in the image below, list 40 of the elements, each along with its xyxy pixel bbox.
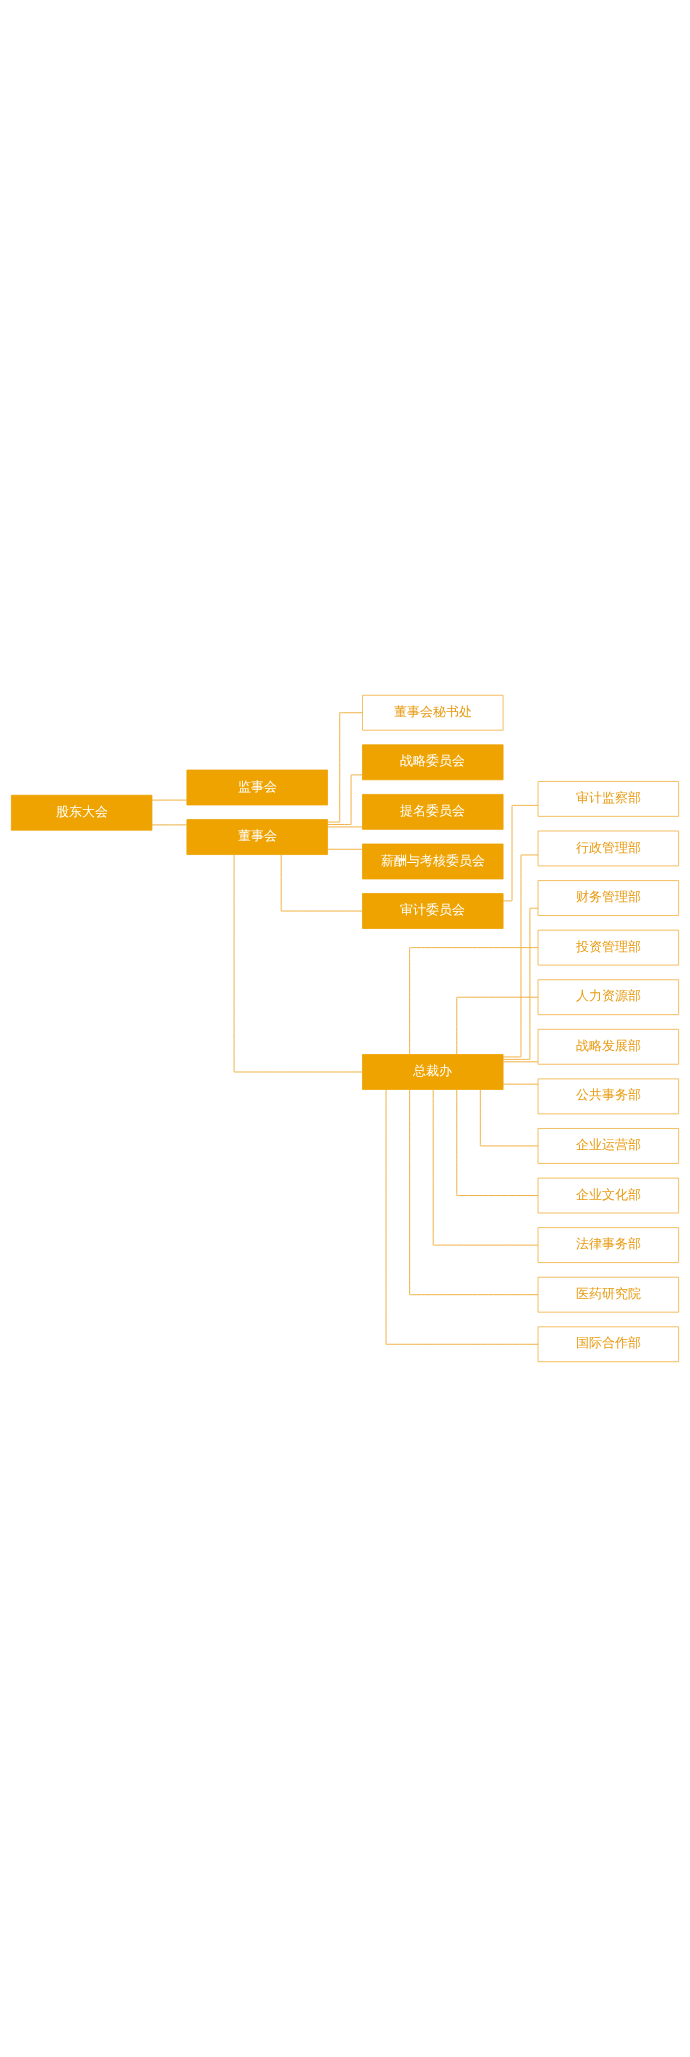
node-box: 医药研究院 <box>537 1276 680 1313</box>
node-box: 董事会 <box>186 819 328 855</box>
node-box: 董事会秘书处 <box>362 694 504 731</box>
connector <box>151 799 188 801</box>
connector <box>151 824 188 826</box>
connector <box>502 854 539 1058</box>
connector <box>409 947 539 1055</box>
connector <box>409 1088 539 1296</box>
connector <box>479 1089 539 1147</box>
connector <box>327 848 363 850</box>
connector <box>502 907 539 1060</box>
connector <box>502 804 539 902</box>
node-box: 法律事务部 <box>537 1227 680 1263</box>
node-box: 监事会 <box>186 769 328 806</box>
node-box: 总裁办 <box>362 1054 504 1090</box>
node-box: 薪酬与考核委员会 <box>362 843 504 880</box>
connector <box>432 1089 539 1246</box>
node-box: 战略发展部 <box>537 1028 680 1065</box>
node-box: 行政管理部 <box>537 830 680 867</box>
node-box: 人力资源部 <box>537 979 680 1016</box>
connector <box>385 1089 539 1345</box>
connector <box>502 1061 539 1063</box>
connector <box>327 826 363 828</box>
connector <box>327 774 363 825</box>
node-box: 财务管理部 <box>537 880 680 916</box>
node-box: 审计委员会 <box>362 893 504 929</box>
connector <box>280 854 363 912</box>
node-box: 企业文化部 <box>537 1177 680 1214</box>
connector <box>502 1083 539 1085</box>
connector <box>456 996 539 1055</box>
connector <box>233 854 363 1073</box>
node-box: 投资管理部 <box>537 929 680 966</box>
node-box: 公共事务部 <box>537 1078 680 1115</box>
node-box: 股东大会 <box>10 794 153 831</box>
node-box: 战略委员会 <box>362 744 504 781</box>
node-box: 审计监察部 <box>537 781 680 817</box>
node-box: 企业运营部 <box>537 1128 680 1164</box>
connector <box>456 1089 539 1196</box>
node-box: 国际合作部 <box>537 1326 680 1363</box>
node-box: 提名委员会 <box>362 794 504 830</box>
